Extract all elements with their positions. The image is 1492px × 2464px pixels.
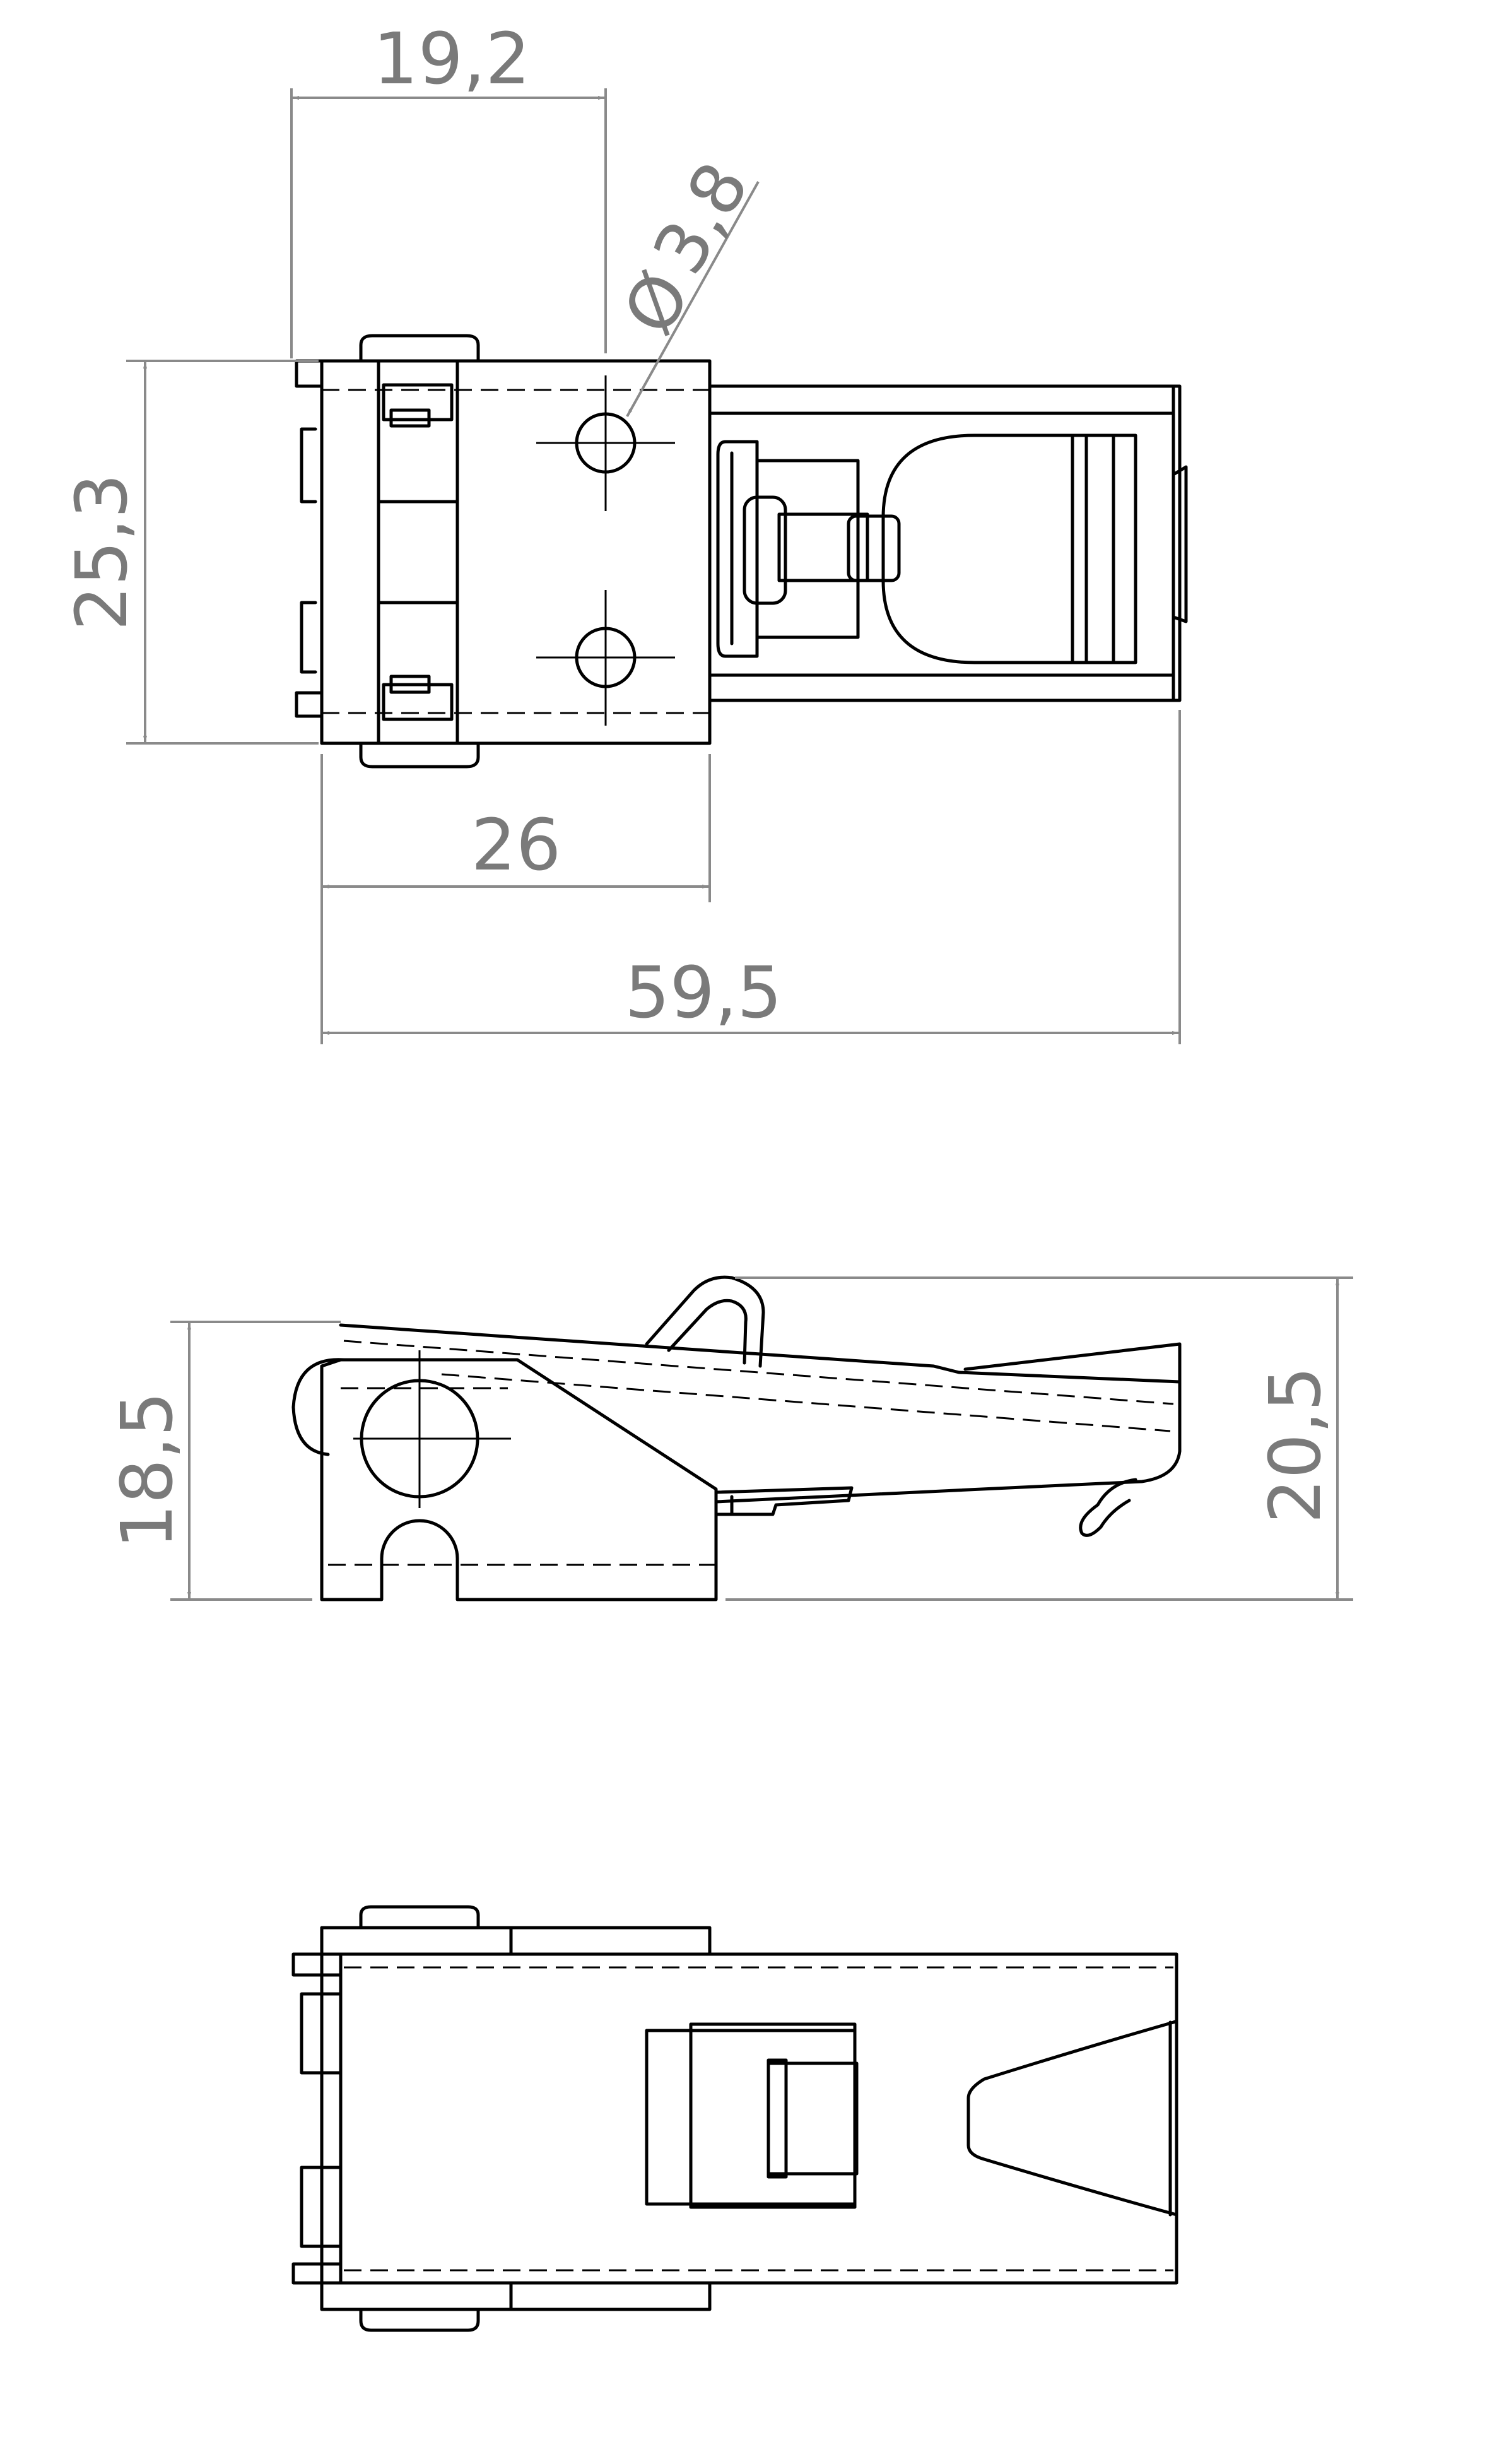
mounting-hole-bottom [536, 590, 675, 726]
side-view [291, 1275, 1182, 1601]
dim-side-base-height: 18,5 [107, 1391, 189, 1548]
dim-total-length: 59,5 [625, 952, 782, 1034]
dim-hinge-width: 19,2 [373, 18, 530, 100]
dim-hole-diameter: 3,8 [638, 149, 765, 287]
top-view [295, 334, 1188, 769]
dim-base-length: 26 [471, 805, 561, 887]
dim-side-total-height: 20,5 [1255, 1366, 1337, 1523]
dim-base-height: 25,3 [61, 473, 143, 630]
bottom-view [291, 1905, 1178, 2332]
mounting-hole-top [536, 375, 675, 511]
top-view-dimensions: 19,2 Ø 3,8 25,3 26 59,5 [61, 18, 1181, 1044]
side-view-dimensions: 18,5 20,5 [107, 1276, 1353, 1601]
